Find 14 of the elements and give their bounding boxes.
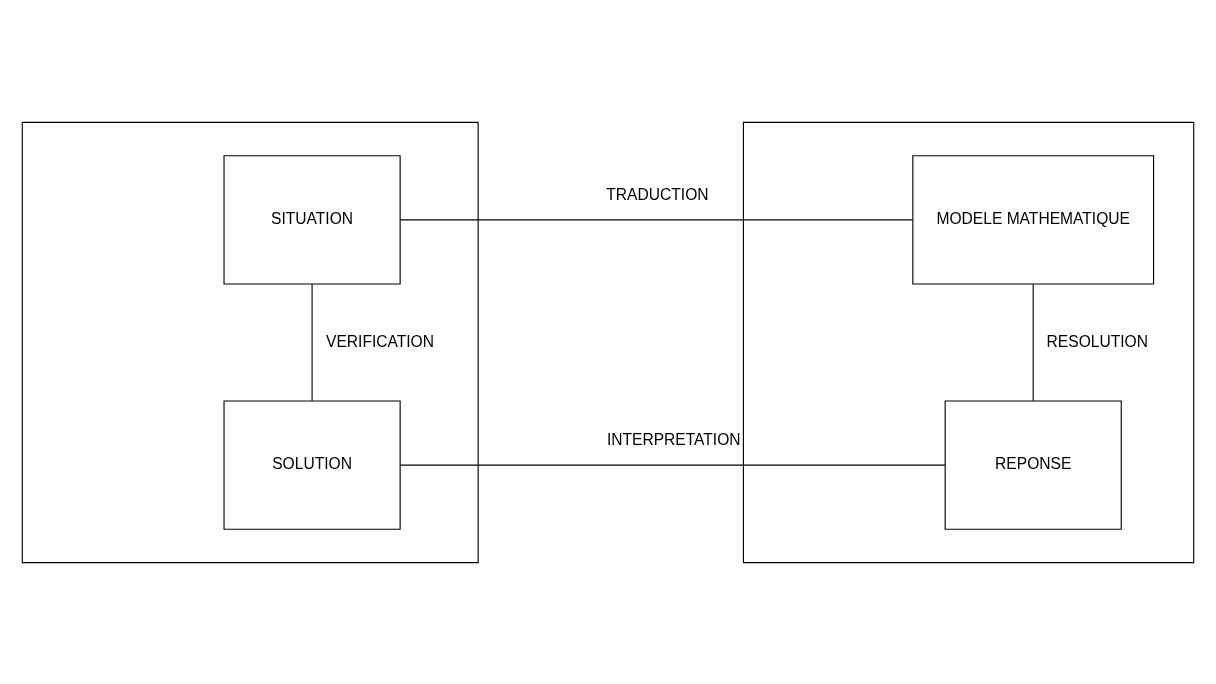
connector <box>311 283 313 401</box>
edge-label: RESOLUTION <box>1046 332 1148 350</box>
connector <box>399 464 946 466</box>
node-box: SITUATION <box>223 154 401 285</box>
node-box: REPONSE <box>944 399 1122 530</box>
cluster <box>742 121 1195 563</box>
connector <box>1032 283 1034 401</box>
connector <box>399 218 914 220</box>
edge-label: TRADUCTION <box>606 185 709 202</box>
edge-label: INTERPRETATION <box>606 430 741 448</box>
edge-label: VERIFICATION <box>326 332 435 350</box>
node-box: MODELE MATHEMATIQUE <box>912 154 1155 285</box>
node-box: SOLUTION <box>223 399 401 530</box>
cluster <box>21 121 479 563</box>
